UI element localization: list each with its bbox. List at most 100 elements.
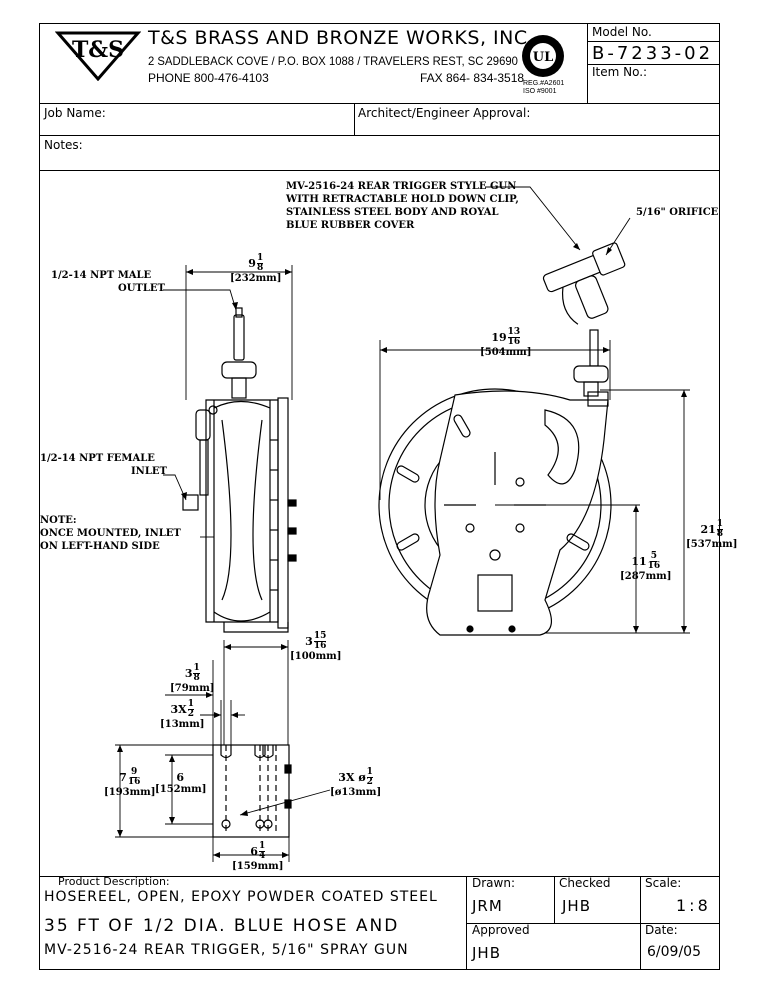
dimension-lines: [115, 186, 690, 862]
company-name: T&S BRASS AND BRONZE WORKS, INC.: [148, 27, 535, 49]
model-label: Model No.: [592, 25, 652, 39]
approval-label: Architect/Engineer Approval:: [358, 106, 531, 120]
dim-metric: [193mm]: [104, 787, 156, 798]
product-line-1: HOSEREEL, OPEN, EPOXY POWDER COATED STEE…: [44, 889, 438, 905]
dim-numerator: 1: [258, 841, 266, 852]
dim-numerator: 1: [256, 253, 264, 264]
model-label-rule: [587, 41, 720, 42]
checked-label: Checked: [559, 876, 611, 890]
reg-line-2: ISO #9001: [523, 88, 557, 95]
footer-top-rule: [39, 876, 720, 877]
gun-callout-2: WITH RETRACTABLE HOLD DOWN CLIP,: [286, 194, 519, 205]
job-divider: [354, 103, 355, 135]
dim-metric: [504mm]: [480, 347, 532, 358]
header-bottom-rule: [39, 103, 720, 104]
dim-metric: [152mm]: [155, 784, 207, 795]
date-value: 6/09/05: [647, 944, 701, 960]
inlet-callout-2: INLET: [131, 466, 167, 477]
dim-whole: 21: [700, 523, 716, 536]
notes-label: Notes:: [44, 138, 83, 152]
dim-denominator: 2: [187, 709, 194, 719]
model-box-divider: [587, 23, 588, 103]
dim-denominator: 8: [716, 529, 724, 539]
side-view: [182, 307, 297, 633]
dim-denominator: 16: [507, 337, 521, 347]
dim-whole: 3: [184, 667, 193, 680]
dim-metric: [100mm]: [290, 651, 342, 662]
notes-bottom-rule: [39, 170, 720, 171]
dim-numerator: 5: [650, 551, 658, 562]
outlet-callout-1: 1/2-14 NPT MALE: [51, 270, 152, 281]
model-value-rule: [587, 64, 720, 65]
logo-text: T&S: [72, 37, 124, 63]
model-number: B-7233-02: [592, 43, 714, 64]
dim-denominator: 8: [193, 673, 200, 683]
dim-numerator: 1: [366, 767, 373, 778]
note-line-2: ON LEFT-HAND SIDE: [40, 541, 160, 552]
dim-whole: 3: [305, 635, 313, 648]
ul-logo-text: UL: [533, 50, 553, 65]
front-view: [378, 329, 612, 636]
ts-logo: T&S: [55, 31, 141, 81]
drawn-label: Drawn:: [472, 876, 515, 890]
company-phone: PHONE 800-476-4103: [148, 71, 269, 85]
drawn-value: JRM: [472, 897, 503, 915]
dim-whole: 19: [491, 331, 507, 344]
product-line-3: MV-2516-24 REAR TRIGGER, 5/16" SPRAY GUN: [44, 942, 409, 958]
dim-numerator: 1: [193, 663, 200, 674]
gun-callout-4: BLUE RUBBER COVER: [286, 220, 415, 231]
dim-denominator: 16: [313, 641, 327, 651]
gun-callout-3: STAINLESS STEEL BODY AND ROYAL: [286, 207, 499, 218]
dimension-arrows: [117, 243, 687, 858]
dim-whole: 11: [631, 555, 647, 568]
outlet-callout-2: OUTLET: [118, 283, 165, 294]
dim-metric: [13mm]: [160, 719, 205, 730]
company-fax: FAX 864- 834-3518: [420, 71, 525, 85]
dim-denominator: 2: [366, 777, 373, 787]
dim-whole: 3X: [170, 703, 187, 716]
dim-metric: [79mm]: [170, 683, 215, 694]
dim-metric: [232mm]: [230, 273, 282, 284]
scale-value: 1:8: [676, 896, 711, 915]
dim-denominator: 16: [647, 561, 661, 571]
dim-whole: 9: [248, 257, 256, 270]
checked-value: JHB: [562, 897, 591, 915]
dim-numerator: 1: [187, 699, 194, 710]
dim-metric: [537mm]: [686, 539, 738, 550]
base-plate-view: [212, 744, 292, 838]
job-name-label: Job Name:: [44, 106, 106, 120]
dim-hole-spacing: 6[152mm]: [155, 772, 207, 795]
approved-value: JHB: [472, 944, 501, 962]
dim-metric: [159mm]: [232, 861, 284, 872]
dim-numerator: 13: [507, 327, 521, 338]
item-label: Item No.:: [592, 65, 648, 79]
scale-label: Scale:: [645, 876, 682, 890]
ul-certification-icon: UL: [522, 35, 564, 77]
dim-metric: [287mm]: [620, 571, 672, 582]
inlet-callout-1: 1/2-14 NPT FEMALE: [40, 453, 155, 464]
drawing-sheet: [39, 23, 720, 970]
product-line-2: 35 FT OF 1/2 DIA. BLUE HOSE AND: [44, 916, 400, 936]
dim-numerator: 1: [716, 519, 724, 530]
company-address: 2 SADDLEBACK COVE / P.O. BOX 1088 / TRAV…: [148, 54, 518, 68]
dim-whole: 6: [250, 845, 258, 858]
note-line-1: ONCE MOUNTED, INLET: [40, 528, 181, 539]
approved-label: Approved: [472, 923, 530, 937]
job-bottom-rule: [39, 135, 720, 136]
note-title: NOTE:: [40, 515, 77, 526]
product-description-label: Product Description:: [58, 875, 170, 888]
dim-denominator: 8: [256, 263, 264, 273]
dim-denominator: 16: [127, 777, 141, 787]
orifice-callout: 5/16" ORIFICE: [636, 207, 719, 218]
dim-metric: [ø13mm]: [330, 787, 382, 798]
dim-whole: 7: [119, 771, 127, 784]
